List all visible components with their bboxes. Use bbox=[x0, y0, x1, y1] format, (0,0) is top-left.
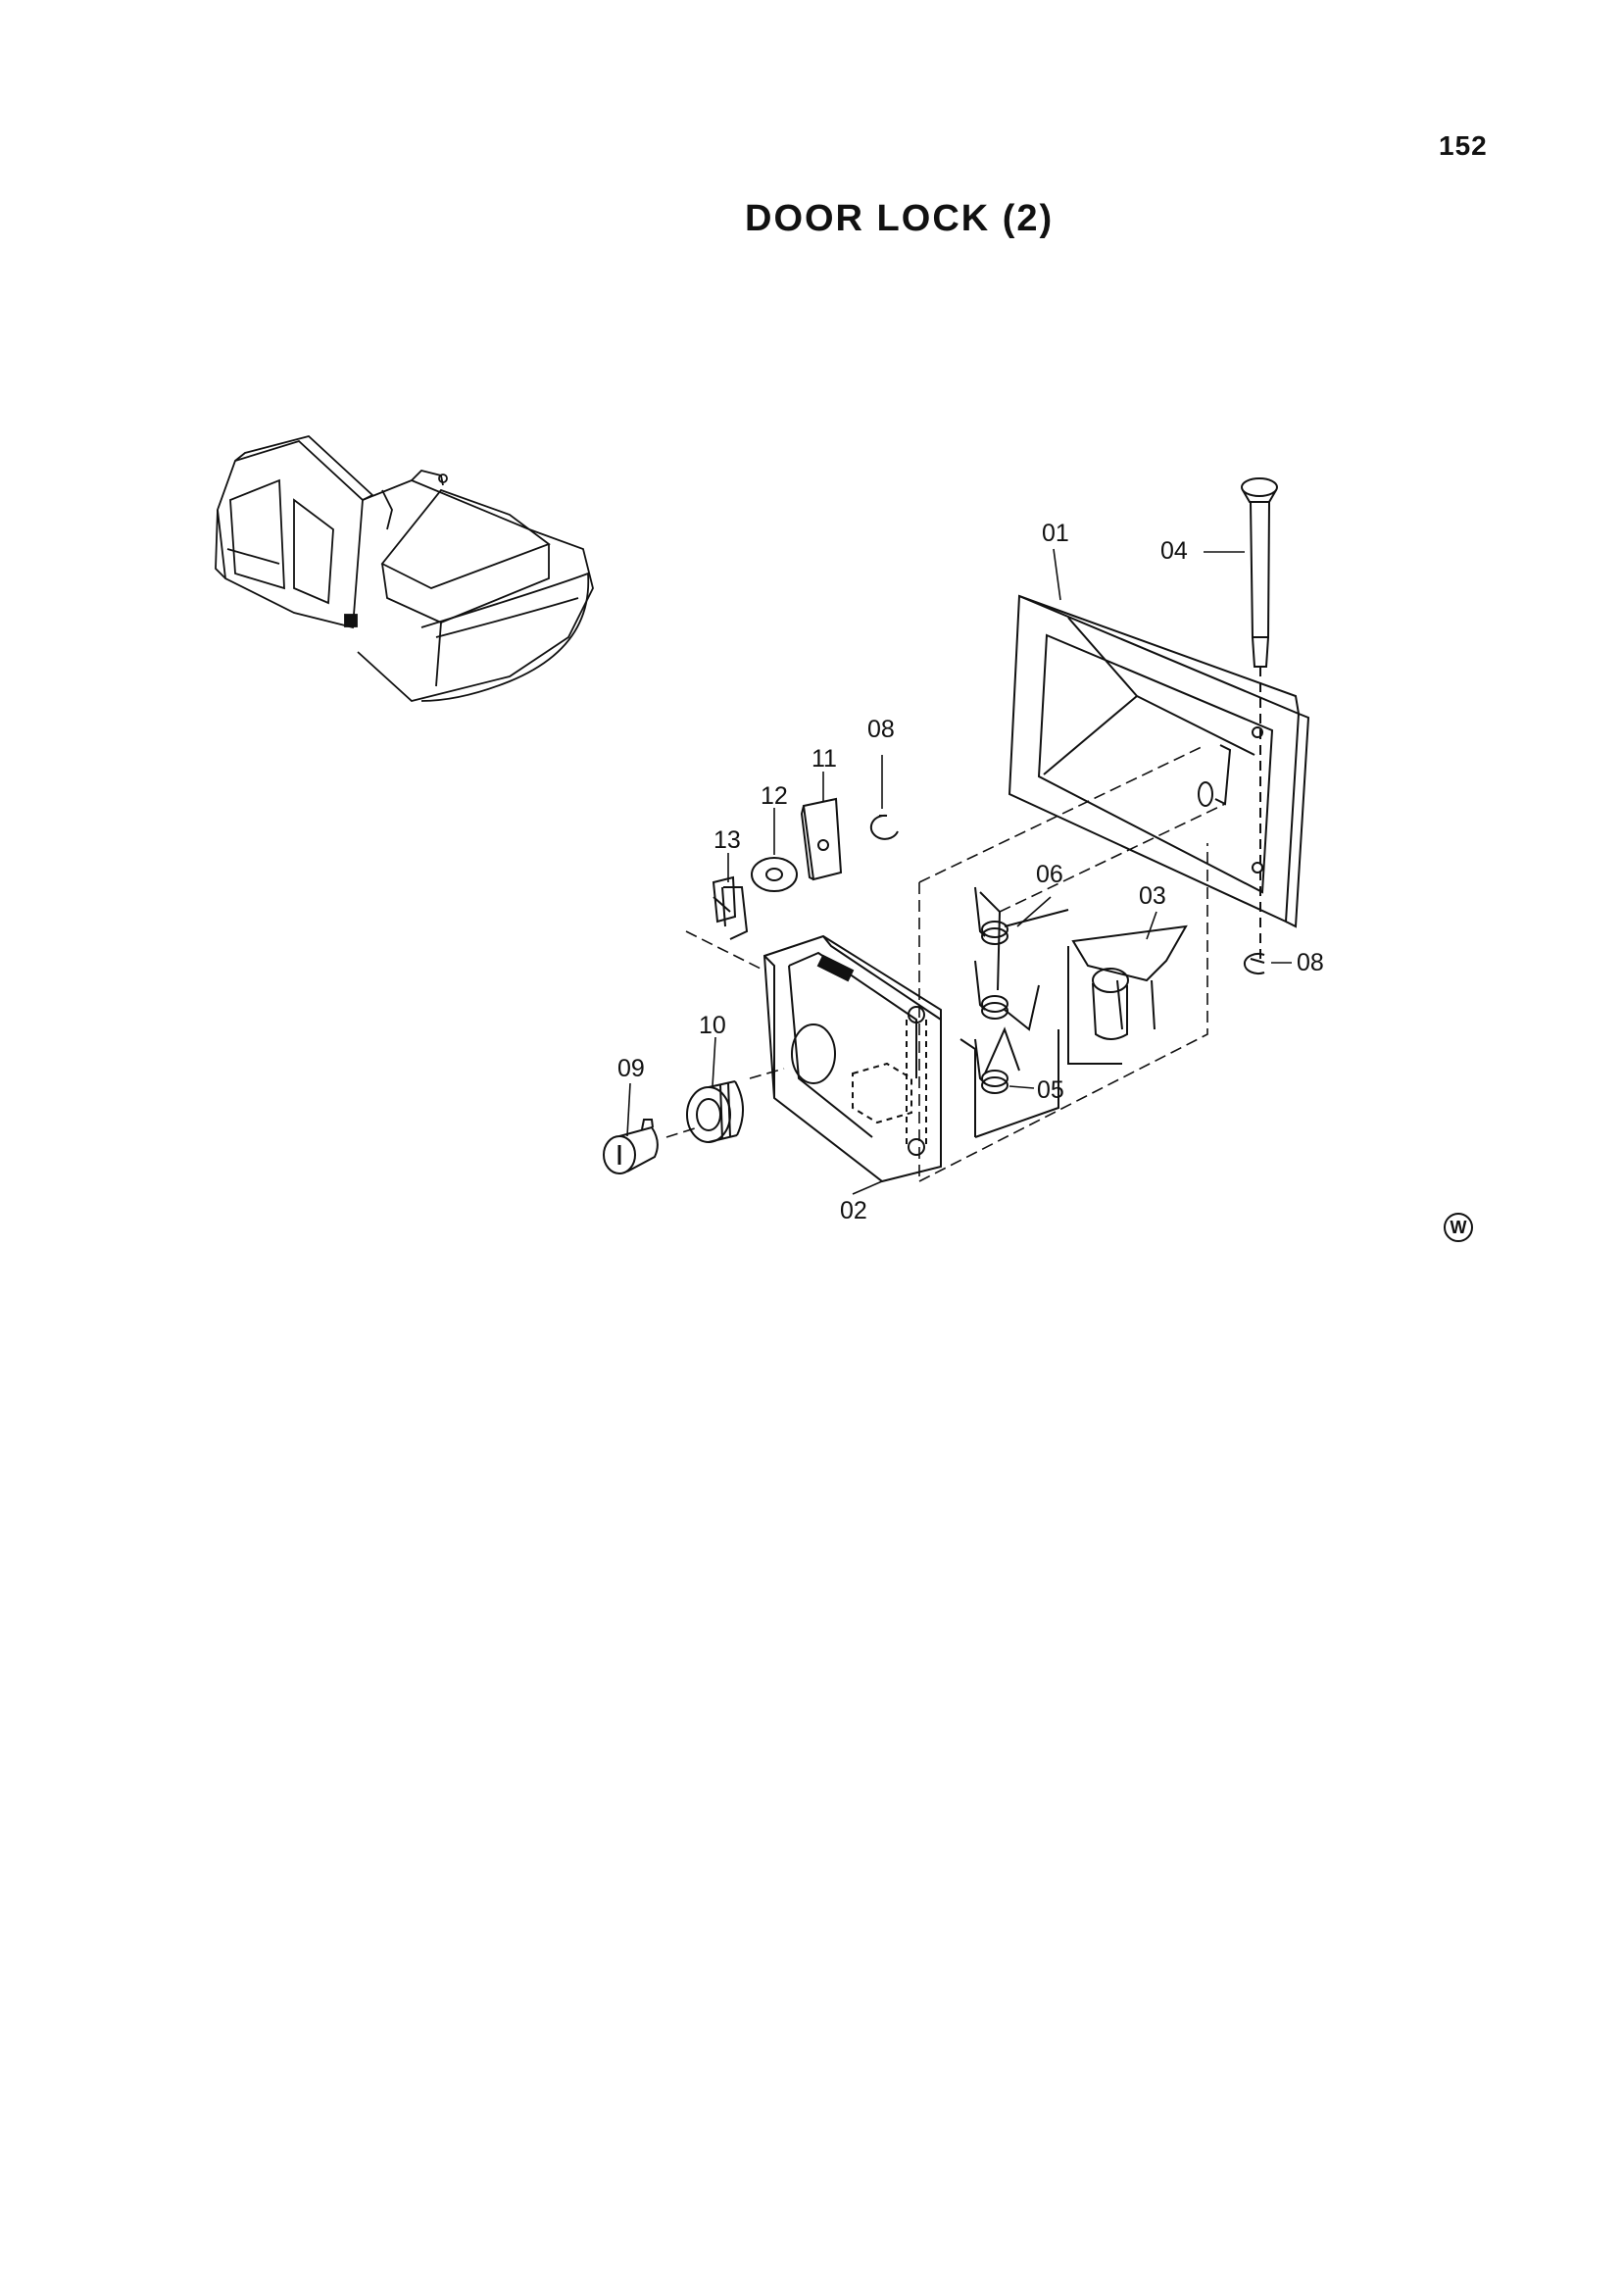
e-ring-part-08-right bbox=[1243, 953, 1265, 974]
callout-13: 13 bbox=[713, 826, 741, 854]
callout-03: 03 bbox=[1139, 882, 1166, 910]
plate-part-11 bbox=[800, 797, 843, 881]
page-title: DOOR LOCK (2) bbox=[745, 198, 1055, 239]
w-circle-mark: W bbox=[1444, 1213, 1473, 1242]
callout-11: 11 bbox=[812, 745, 837, 773]
callout-10: 10 bbox=[699, 1012, 726, 1039]
callout-04: 04 bbox=[1160, 537, 1188, 565]
callout-01: 01 bbox=[1042, 520, 1069, 547]
spring-assembly-parts-05-06 bbox=[959, 886, 1069, 1138]
page-number: 152 bbox=[1439, 130, 1488, 161]
callout-12: 12 bbox=[761, 782, 788, 810]
clip-part-13 bbox=[712, 875, 749, 940]
callout-labels: 01 02 03 04 05 06 08 08 09 10 11 12 13 bbox=[617, 520, 1324, 1224]
pin-part-04 bbox=[1241, 477, 1278, 961]
callout-09: 09 bbox=[617, 1055, 645, 1082]
assembly-dashed-lines bbox=[665, 744, 1226, 1182]
latch-cam-part-03 bbox=[1067, 924, 1188, 1065]
lock-cylinder-housing-part-10 bbox=[686, 1080, 744, 1143]
leader-lines bbox=[626, 548, 1292, 1195]
excavator-overview-icon bbox=[215, 435, 594, 702]
washer-part-12 bbox=[751, 857, 798, 892]
e-ring-part-08-top bbox=[869, 814, 899, 840]
callout-08-right: 08 bbox=[1297, 949, 1324, 976]
lock-frame-part-01 bbox=[1008, 594, 1310, 928]
lock-body-part-02 bbox=[762, 934, 942, 1183]
callout-06: 06 bbox=[1036, 861, 1063, 888]
callout-02: 02 bbox=[840, 1197, 867, 1224]
callout-08-top: 08 bbox=[867, 716, 895, 743]
callout-05: 05 bbox=[1037, 1076, 1064, 1104]
key-cylinder-part-09 bbox=[603, 1119, 659, 1174]
